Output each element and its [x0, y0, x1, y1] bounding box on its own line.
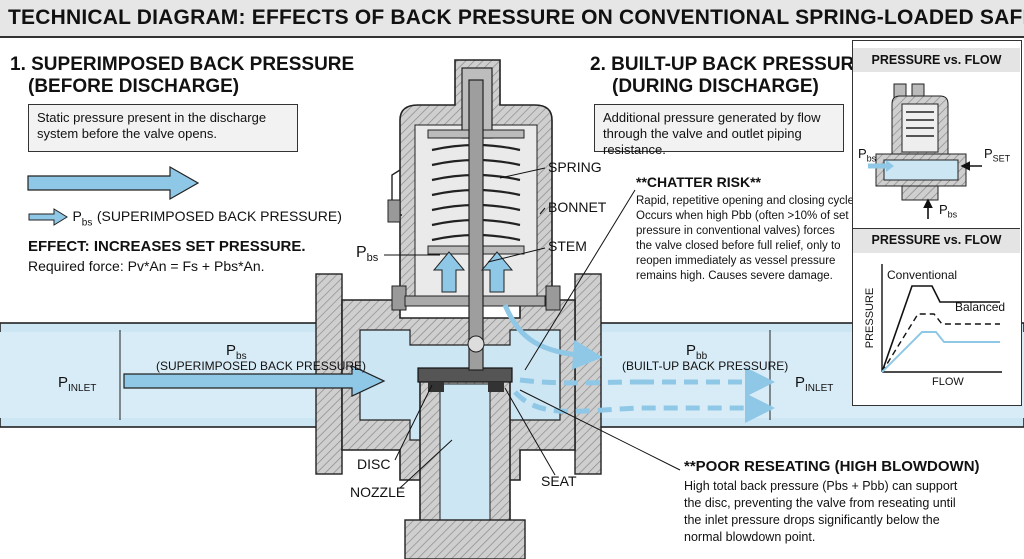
left-inlet-p: P: [58, 374, 69, 391]
bonnet-pbs-sub: bs: [366, 252, 379, 265]
section2-heading-line1: 2. BUILT-UP BACK PRESSURE: [590, 54, 867, 75]
pipe-left-sub-text: (SUPERIMPOSED BACK PRESSURE): [156, 359, 367, 373]
valve-body: [341, 299, 576, 559]
section2-description: Additional pressure generated by flow th…: [594, 104, 844, 157]
reseat-title: **POOR RESEATING (HIGH BLOWDOWN): [684, 458, 980, 475]
mini-pbs-bottom-sub: bs: [947, 209, 958, 220]
chatter-line: reopen immediately as vessel pressure: [636, 255, 836, 267]
pbs-legend-p: P: [72, 208, 82, 225]
stem: [468, 79, 484, 371]
force-formula: Required force: Pv*An = Fs + Pbs*An.: [28, 258, 265, 274]
force-formula-prefix: Required force:: [28, 258, 128, 274]
right-inlet-p: P: [795, 374, 806, 391]
pressure-flow-chart: [881, 264, 1002, 373]
section2-heading-line2: (DURING DISCHARGE): [612, 76, 819, 97]
chatter-line: Occurs when high Pbb (often >10% of set: [636, 210, 849, 222]
reseat-line: the inlet pressure drops significantly b…: [684, 513, 940, 527]
bonnet-pbs-p: P: [356, 244, 367, 261]
panel-bottom-title-bg: [853, 228, 1020, 253]
section1-description-text: Static pressure present in the discharge…: [37, 110, 267, 141]
chatter-line: Rapid, repetitive opening and closing cy…: [636, 195, 858, 207]
mini-pset-p: P: [984, 146, 993, 161]
force-formula-value: Pv*An = Fs + Pbs*An.: [127, 258, 265, 274]
panel-top-title: PRESSURE vs. FLOW: [871, 53, 1002, 67]
chatter-line: pressure in conventional valves) forces: [636, 225, 835, 237]
leader-lines: [384, 167, 681, 489]
mini-pbs-left-sub: bs: [866, 153, 877, 164]
chatter-line: the valve closed before full relief, onl…: [636, 240, 841, 252]
left-inlet-sub: INLET: [68, 383, 97, 394]
disc-label: DISC: [357, 456, 391, 472]
chart-xlabel: FLOW: [932, 376, 964, 388]
panel-top-title-bg: [853, 48, 1020, 72]
panel-bottom-title: PRESSURE vs. FLOW: [871, 233, 1002, 247]
pbs-legend-sub: bs: [81, 217, 93, 229]
pbs-legend-text: (SUPERIMPOSED BACK PRESSURE): [96, 208, 342, 225]
mini-pbs-bottom: Pbs: [939, 202, 957, 220]
section1-description: Static pressure present in the discharge…: [28, 104, 298, 152]
chart-ylabel: PRESSURE: [864, 287, 876, 349]
left-inlet-label: PINLET: [58, 374, 96, 394]
reseat-line: High total back pressure (Pbs + Pbb) can…: [684, 479, 958, 493]
mini-pbs-left-p: P: [858, 146, 867, 161]
section1-heading-line2: (BEFORE DISCHARGE): [28, 76, 240, 97]
pipe-right-sub-text: (BUILT-UP BACK PRESSURE): [622, 359, 789, 373]
mini-pset-sub: SET: [992, 153, 1011, 164]
mini-pbs-bottom-p: P: [939, 202, 948, 217]
right-inlet-label: PINLET: [795, 374, 833, 394]
nozzle-label: NOZZLE: [350, 484, 406, 500]
pipe-right-p: P: [686, 342, 697, 359]
right-inlet-sub: INLET: [805, 383, 834, 394]
reseat-body: High total back pressure (Pbs + Pbb) can…: [684, 478, 957, 546]
flow-arrows: [27, 165, 775, 423]
bonnet-label: BONNET: [548, 199, 607, 215]
chatter-risk-title: **CHATTER RISK**: [636, 174, 761, 190]
pbs-legend: Pbs (SUPERIMPOSED BACK PRESSURE): [28, 208, 342, 228]
stem-label: STEM: [548, 238, 587, 254]
title-bar: TECHNICAL DIAGRAM: EFFECTS OF BACK PRESS…: [0, 0, 1024, 38]
page-title: TECHNICAL DIAGRAM: EFFECTS OF BACK PRESS…: [8, 6, 1024, 29]
pipe-left-p: P: [226, 342, 237, 359]
chatter-risk-body: Rapid, repetitive opening and closing cy…: [636, 194, 857, 284]
reseat-line: normal blowdown point.: [684, 530, 816, 544]
chart-series-conventional: Conventional: [887, 268, 958, 282]
pipe-left-sub: bs: [236, 351, 247, 362]
bonnet-pbs-label: Pbs: [356, 244, 378, 264]
chatter-line: remains high. Causes severe damage.: [636, 270, 833, 282]
reseat-line: the disc, preventing the valve from rese…: [684, 496, 956, 510]
pbs-legend-arrow-icon: [28, 208, 68, 226]
section1-heading-line1: 1. SUPERIMPOSED BACK PRESSURE: [10, 54, 355, 75]
pipe-left-pbs: Pbs: [226, 342, 247, 362]
mini-pbs-left: Pbs: [858, 146, 876, 164]
pipe-right-sub: bb: [696, 351, 708, 362]
chart-series-balanced: Balanced: [955, 300, 1006, 314]
effect-text: EFFECT: INCREASES SET PRESSURE.: [28, 238, 306, 255]
spring-label: SPRING: [548, 159, 602, 175]
mini-pset: PSET: [984, 146, 1010, 164]
section2-description-text: Additional pressure generated by flow th…: [603, 110, 821, 157]
pipe-right-pbb: Pbb: [686, 342, 707, 362]
seat-label: SEAT: [541, 473, 577, 489]
mini-valve-diagram: [868, 83, 982, 219]
